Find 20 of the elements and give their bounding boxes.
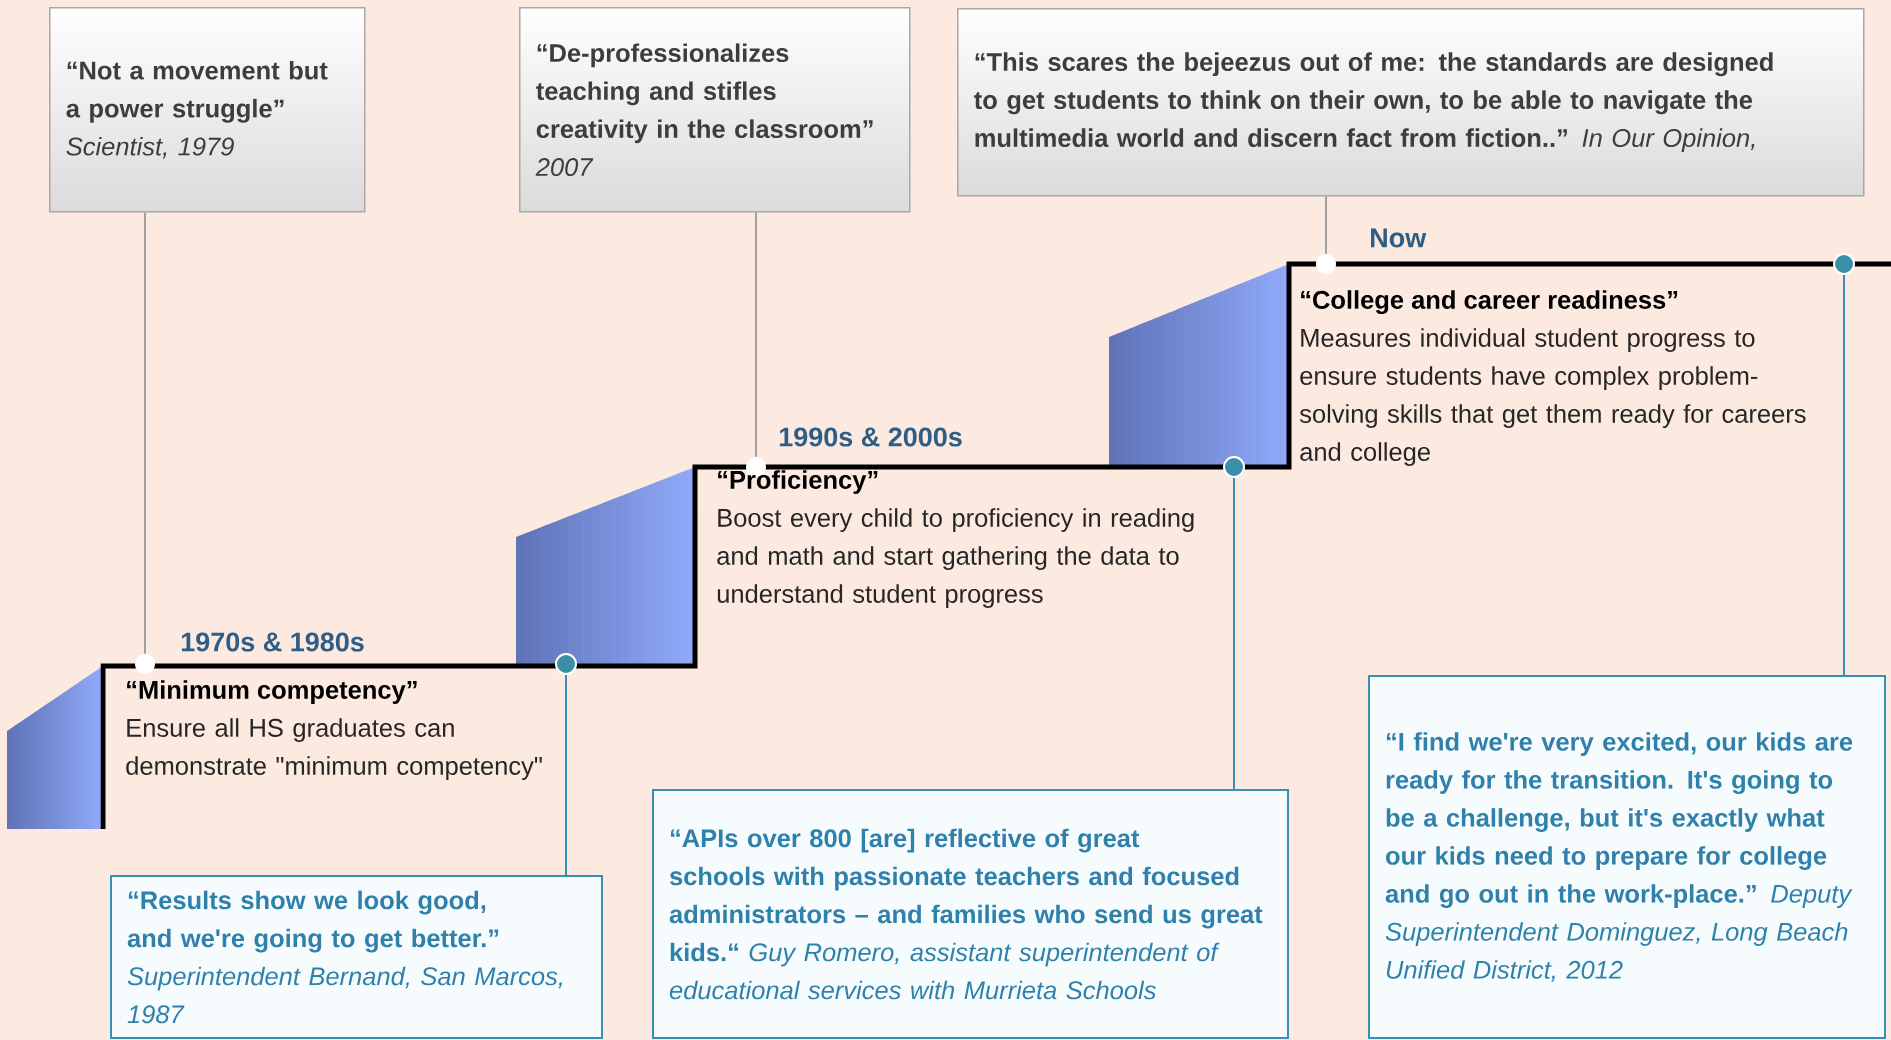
stage-description: Boost every child to proficiency in reading and math and start gathering the data to understand student progress [717,508,1194,608]
leader-line [1325,195,1327,255]
quote-box: “Results show we look good, and we're going to get better.” Superintendent Bernand, San Marcos, 1987 [110,875,603,1039]
stage-description: Measures individual student progress to ensure students have complex problem-solving skills that get them ready for careers and college [1299,328,1806,466]
milestone-dot [135,654,155,674]
leader-line [755,211,757,458]
era-label: Now [1371,228,1427,248]
stage-heading: “Proficiency” [718,470,878,494]
quote-box: “I find we're very excited, our kids are ready for the transition. It's going to be a challenge, but it's exactly what our kids need to prepare for college and go out in the work-place.” Deputy Superintendent Dominguez, Long Beach Unified District, 2012 [1368,675,1886,1039]
leader-line [1843,274,1845,676]
quote-box: “APIs over 800 [are] reflective of great schools with passionate teachers and focused administrators – and families who send us great kids.“ Guy Romero, assistant superintendent of educational services with Murrieta Schools [652,789,1289,1039]
quote-box: “De-professionalizes teaching and stifles creativity in the classroom” 2007 [519,7,911,213]
milestone-dot [1316,254,1336,274]
leader-line [565,674,567,876]
quote-box: “Not a movement but a power struggle” Scientist, 1979 [49,7,366,213]
stage-description: Ensure all HS graduates can demonstrate "minimum competency" [126,718,542,780]
leader-line [1233,477,1235,790]
stage-heading: “Minimum competency” [127,680,417,704]
leader-line [144,211,146,655]
quote-box: “This scares the bejeezus out of me: the standards are designed to get students to think on their own, to be able to navigate the multimedia world and discern fact from fiction..” In Our Opinion, [957,8,1865,197]
